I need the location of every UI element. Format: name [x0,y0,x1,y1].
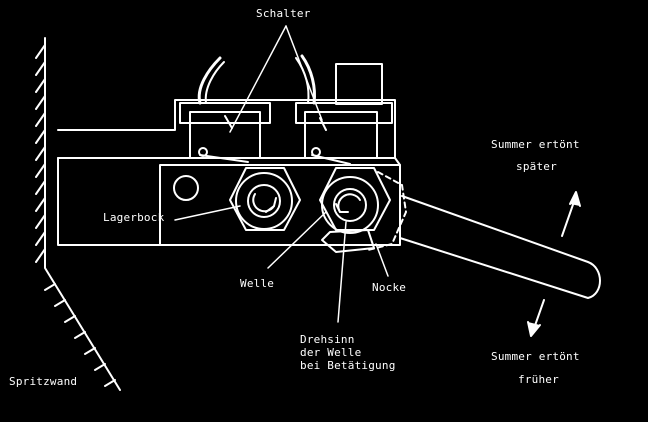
firewall-wall [35,37,121,391]
label-shaft: Welle [240,277,275,290]
shaft-right [319,167,391,253]
label-buzzer-earlier-line-2: früher [518,373,559,386]
bearing-block [57,157,401,246]
shaft-left [229,167,301,231]
label-cam: Nocke [372,281,407,294]
label-rotation-line-1: Drehsinn [300,333,355,346]
upper-bracket [57,99,401,166]
label-bearing-block: Lagerbock [103,211,165,224]
switch-left [179,56,271,163]
label-rotation-line-2: der Welle [300,346,362,359]
cam-shape [321,229,375,253]
leader-lines [174,25,389,323]
label-rotation-line-3: bei Betätigung [300,359,396,372]
label-firewall: Spritzwand [9,375,78,388]
label-buzzer-earlier-line-1: Summer ertönt [491,350,580,363]
label-buzzer-later-line-1: Summer ertönt [491,138,580,151]
direction-arrows [527,191,581,337]
switch-right [295,54,393,165]
label-switch: Schalter [256,7,311,20]
label-buzzer-later-line-2: später [516,160,557,173]
lever-arm [367,171,601,299]
label-rotation: Drehsinn der Welle bei Betätigung [300,333,396,372]
